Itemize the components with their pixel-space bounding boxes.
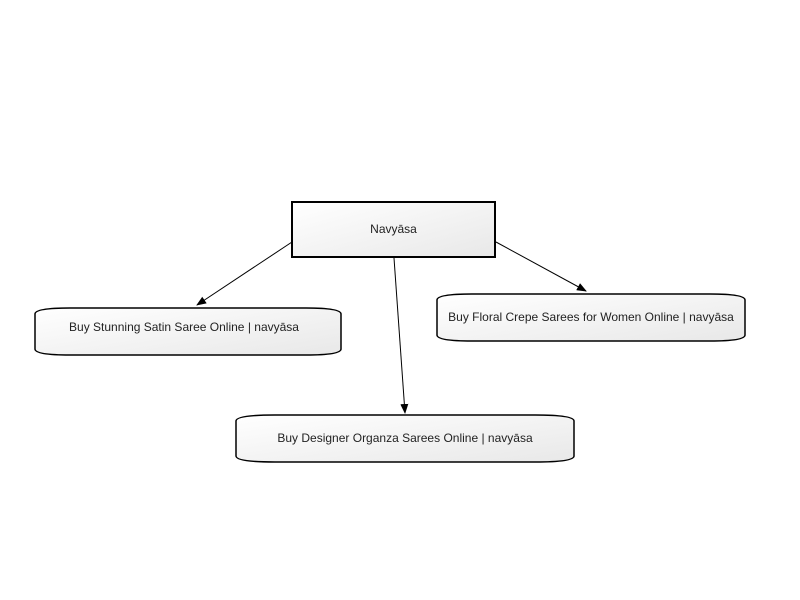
child-node-organza[interactable]: Buy Designer Organza Sarees Online | nav…	[235, 414, 575, 463]
edge-root-to-organza	[393, 257, 409, 414]
child-node-crepe-label: Buy Floral Crepe Sarees for Women Online…	[448, 310, 734, 324]
child-node-satin[interactable]: Buy Stunning Satin Saree Online | navyās…	[34, 307, 342, 356]
root-node-label: Navyāsa	[370, 222, 417, 236]
edge-root-to-satin	[196, 241, 293, 306]
root-node[interactable]: Navyāsa	[291, 201, 496, 258]
edge-root-to-crepe	[495, 241, 587, 292]
child-node-organza-label: Buy Designer Organza Sarees Online | nav…	[277, 431, 533, 445]
child-node-satin-label: Buy Stunning Satin Saree Online | navyās…	[69, 320, 299, 334]
child-node-crepe[interactable]: Buy Floral Crepe Sarees for Women Online…	[436, 293, 746, 342]
